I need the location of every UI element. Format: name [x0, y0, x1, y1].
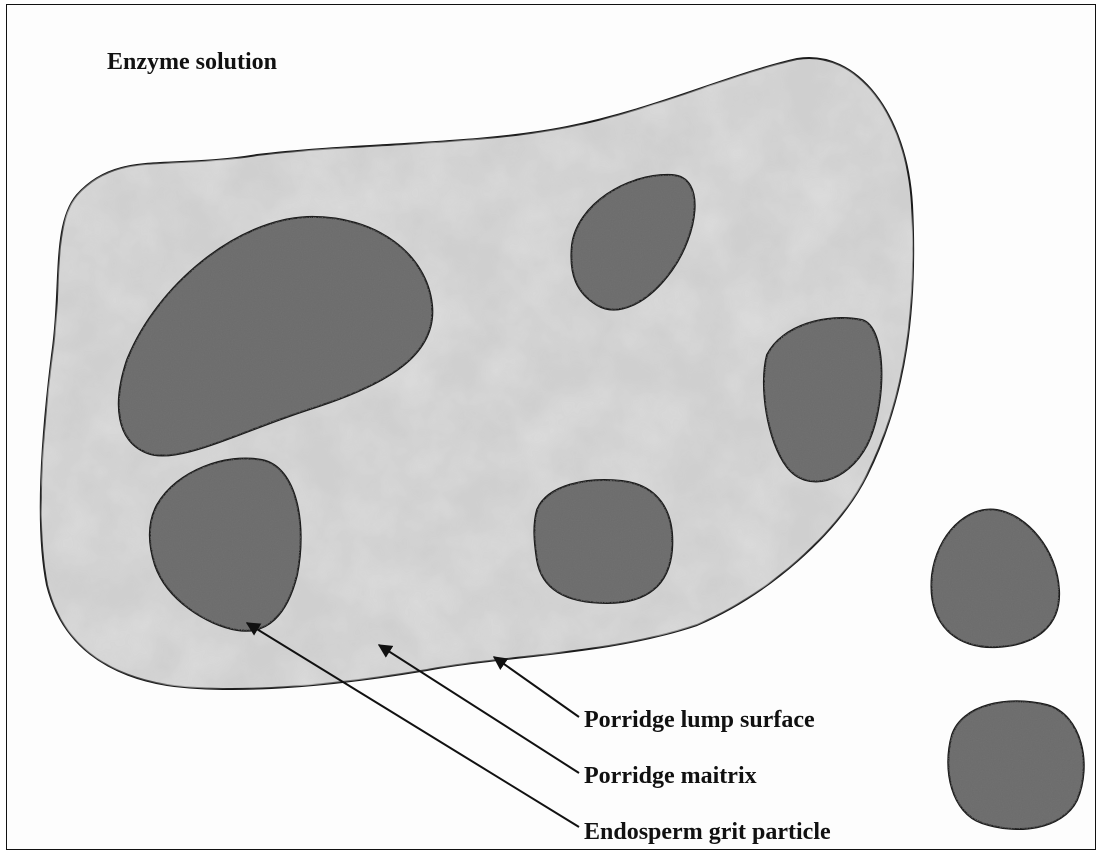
porridge-lump-surface-label: Porridge lump surface: [584, 707, 815, 734]
grit-particle-center: [534, 480, 672, 603]
enzyme-solution-label: Enzyme solution: [107, 49, 277, 76]
figure-frame: Enzyme solution Porridge lump surface Po…: [6, 4, 1096, 850]
arrow-lump-surface: [494, 657, 579, 717]
grit-particle-outside-lower: [948, 701, 1084, 829]
grit-particle-outside-upper: [931, 509, 1059, 647]
endosperm-grit-label: Endosperm grit particle: [584, 819, 831, 846]
arrow-matrix: [379, 645, 579, 773]
diagram-canvas: [7, 5, 1096, 850]
porridge-matrix-label: Porridge maitrix: [584, 763, 757, 790]
